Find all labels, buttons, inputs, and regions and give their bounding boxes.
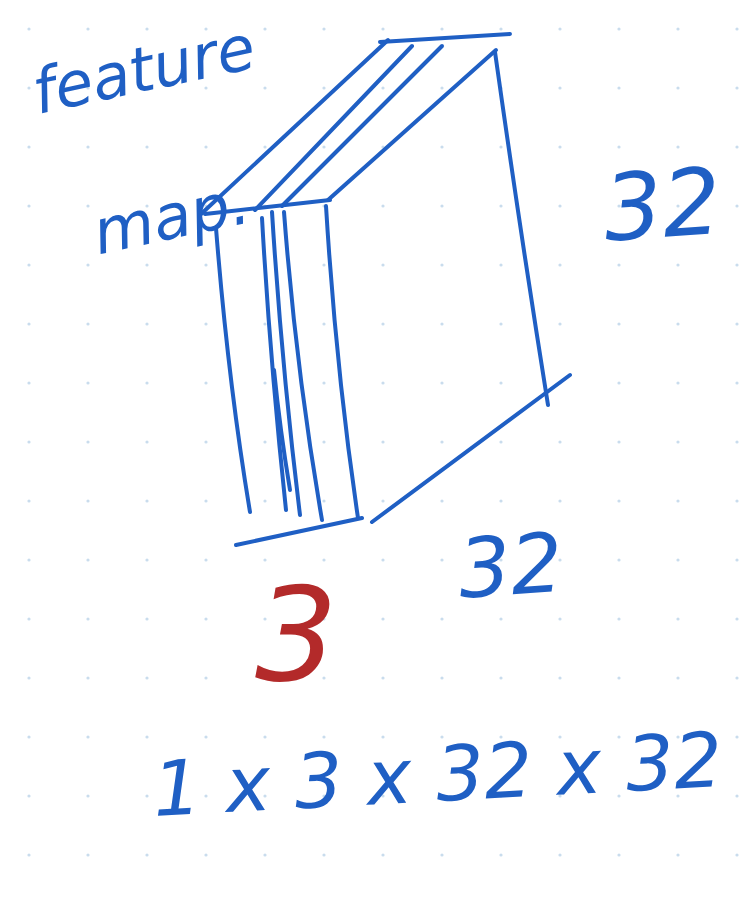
slab-front-line xyxy=(216,228,250,512)
bottom-depth-edge xyxy=(372,375,570,522)
slab-top-edge xyxy=(282,46,442,206)
slab-front-line xyxy=(326,206,358,518)
slab-front-line xyxy=(284,212,322,520)
back-right-edge xyxy=(495,52,548,405)
back-top-edge xyxy=(380,34,510,42)
slab-top-edge xyxy=(255,46,412,210)
channel-count-label: 3 xyxy=(255,560,338,710)
front-bottom-edge xyxy=(236,518,362,545)
dimension-label: 32 xyxy=(600,147,724,265)
slab-top-edge xyxy=(328,50,496,200)
slab-front-line xyxy=(274,370,290,490)
dimension-label: 32 xyxy=(455,513,566,620)
